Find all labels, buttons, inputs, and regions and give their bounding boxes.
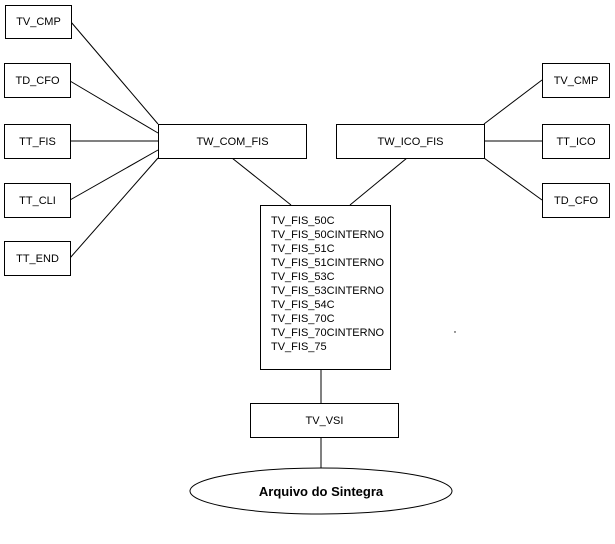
central-view-item: TV_FIS_53C: [271, 271, 335, 283]
connector-com-fis-central: [231, 157, 292, 206]
connector-tt-cli: [69, 149, 159, 201]
output-ellipse: [189, 467, 453, 515]
connector-td-cfo-right: [483, 157, 543, 201]
central-view-item: TV_FIS_54C: [271, 299, 335, 311]
view-tw-ico-fis[interactable]: TW_ICO_FIS: [336, 124, 485, 159]
view-tw-com-fis[interactable]: TW_COM_FIS: [158, 124, 307, 159]
central-view-item: TV_FIS_75: [271, 341, 327, 353]
central-view-item: TV_FIS_70C: [271, 313, 335, 325]
table-label: TT_FIS: [19, 135, 56, 148]
table-label: TV_CMP: [16, 16, 61, 28]
central-view-item: TV_FIS_53CINTERNO: [271, 285, 385, 297]
view-label: TW_COM_FIS: [196, 135, 269, 148]
central-view-item: TV_FIS_70CINTERNO: [271, 327, 385, 339]
connector-tt-end: [69, 157, 159, 259]
table-tt-cli[interactable]: TT_CLI: [4, 183, 71, 218]
view-label: TV_VSI: [305, 414, 344, 427]
table-tv-cmp-right[interactable]: TV_CMP: [542, 63, 610, 98]
table-td-cfo-left[interactable]: TD_CFO: [4, 63, 71, 98]
view-tv-vsi[interactable]: TV_VSI: [250, 403, 399, 438]
connector-tv-cmp-right: [483, 79, 543, 125]
table-td-cfo-right[interactable]: TD_CFO: [542, 183, 610, 218]
table-label: TT_CLI: [19, 194, 56, 207]
table-tt-end[interactable]: TT_END: [4, 241, 71, 276]
central-view-item: TV_FIS_50CINTERNO: [271, 229, 385, 241]
table-tt-fis[interactable]: TT_FIS: [4, 124, 71, 159]
table-label: TD_CFO: [554, 194, 598, 207]
table-label: TT_ICO: [556, 135, 596, 148]
table-label: TT_END: [16, 252, 59, 265]
central-view-item: TV_FIS_50C: [271, 215, 335, 227]
central-views-box[interactable]: TV_FIS_50C TV_FIS_50CINTERNO TV_FIS_51C …: [260, 205, 391, 370]
connector-ico-fis-central: [349, 157, 408, 206]
stray-dot: [454, 331, 456, 333]
table-label: TV_CMP: [553, 74, 599, 87]
connector-td-cfo-left: [69, 80, 159, 134]
central-view-item: TV_FIS_51C: [271, 243, 335, 255]
output-file-label: Arquivo do Sintegra: [258, 483, 384, 499]
view-label: TW_ICO_FIS: [377, 135, 444, 148]
connector-tv-cmp-left: [70, 21, 159, 125]
table-label: TD_CFO: [15, 74, 60, 87]
central-view-item: TV_FIS_51CINTERNO: [271, 257, 385, 269]
table-tv-cmp-left[interactable]: TV_CMP: [5, 5, 72, 39]
table-tt-ico[interactable]: TT_ICO: [542, 124, 610, 159]
